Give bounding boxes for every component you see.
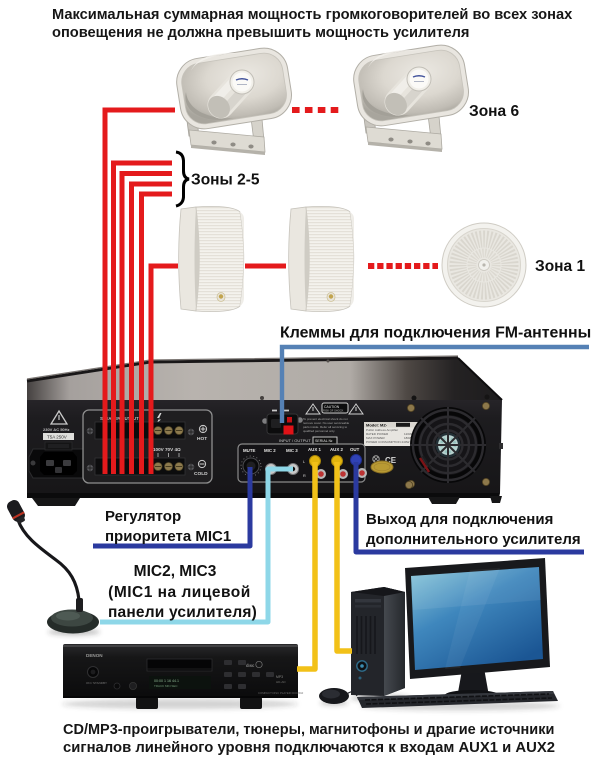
svg-text:HOT: HOT <box>197 436 207 442</box>
svg-text:(MIC1 на лицевой: (MIC1 на лицевой <box>108 584 251 601</box>
svg-text:MIC 3: MIC 3 <box>286 448 298 453</box>
svg-text:L: L <box>303 460 305 464</box>
svg-text:R: R <box>303 474 306 478</box>
svg-text:180W: 180W <box>404 436 412 440</box>
svg-text:Выход для подключения: Выход для подключения <box>366 511 553 528</box>
svg-text:MIC2, MIC3: MIC2, MIC3 <box>134 563 217 580</box>
svg-text:ON / STANDBY: ON / STANDBY <box>86 681 107 685</box>
svg-text:COLD: COLD <box>194 471 208 477</box>
svg-text:Зона 6: Зона 6 <box>469 103 519 120</box>
svg-text:MUTE: MUTE <box>243 448 256 453</box>
svg-text:сигналов линейного уровня подк: сигналов линейного уровня подключаются к… <box>63 740 555 756</box>
svg-text:SERIAL №: SERIAL № <box>315 439 333 443</box>
svg-text:parts inside. Refer all servic: parts inside. Refer all servicing to <box>303 425 348 429</box>
svg-text:MP3: MP3 <box>276 675 283 679</box>
svg-text:приоритета MIC1: приоритета MIC1 <box>105 528 231 545</box>
svg-text:Model: MZ-: Model: MZ- <box>366 423 388 428</box>
svg-text:TRACK MIN SEC: TRACK MIN SEC <box>154 684 178 688</box>
svg-text:HD-AD: HD-AD <box>276 680 286 684</box>
svg-text:T5A 250V: T5A 250V <box>47 435 67 440</box>
svg-text:Зона 1: Зона 1 <box>535 258 585 275</box>
svg-text:COMPACT DISC PLAYER DCD-510: COMPACT DISC PLAYER DCD-510 <box>258 691 304 695</box>
svg-text:To prevent electrical shock do: To prevent electrical shock do not <box>303 417 348 421</box>
svg-text:RATED POWER: RATED POWER <box>366 432 389 436</box>
svg-text:dısc: dısc <box>246 663 255 668</box>
svg-text:Максимальная суммарная мощност: Максимальная суммарная мощность громкого… <box>52 7 573 23</box>
svg-text:MIC 2: MIC 2 <box>264 448 276 453</box>
svg-text:RISK OF SHOCK: RISK OF SHOCK <box>323 409 344 413</box>
svg-text:Регулятор: Регулятор <box>105 508 181 525</box>
svg-text:DENON: DENON <box>86 653 103 658</box>
svg-text:MAX POWER: MAX POWER <box>366 436 386 440</box>
svg-text:CD/MP3-проигрыватели, тюнеры,: CD/MP3-проигрыватели, тюнеры, магнитофон… <box>63 722 554 738</box>
svg-text:дополнительного усилителя: дополнительного усилителя <box>366 531 581 548</box>
svg-text:оповещения не должна превышить: оповещения не должна превышить мощность … <box>52 25 469 41</box>
svg-text:AUX 1: AUX 1 <box>308 447 321 452</box>
svg-text:панели усилителя): панели усилителя) <box>108 604 257 621</box>
svg-text:00:00 1 16 44.1: 00:00 1 16 44.1 <box>154 679 179 683</box>
svg-text:CE: CE <box>385 456 397 465</box>
svg-text:POWER CONSUMPTION 240W: POWER CONSUMPTION 240W <box>366 440 410 444</box>
svg-text:120W: 120W <box>404 432 412 436</box>
svg-text:remove cover. No user servicea: remove cover. No user serviceable <box>303 421 350 425</box>
svg-text:100V 70V 4Ω: 100V 70V 4Ω <box>153 447 181 452</box>
svg-text:230V AC 50Hz: 230V AC 50Hz <box>43 427 70 432</box>
svg-text:AUX 2: AUX 2 <box>330 447 343 452</box>
svg-text:Зоны 2-5: Зоны 2-5 <box>191 172 260 189</box>
svg-text:Клеммы для подключения FM-анте: Клеммы для подключения FM-антенны <box>280 325 591 342</box>
svg-text:Public Address Amplifier: Public Address Amplifier <box>366 428 398 432</box>
svg-text:OUT: OUT <box>350 447 360 452</box>
svg-text:CAUTION: CAUTION <box>324 405 340 409</box>
svg-text:qualified personnel only.: qualified personnel only. <box>303 429 335 433</box>
svg-text:INPUT / OUTPUT: INPUT / OUTPUT <box>279 438 311 443</box>
